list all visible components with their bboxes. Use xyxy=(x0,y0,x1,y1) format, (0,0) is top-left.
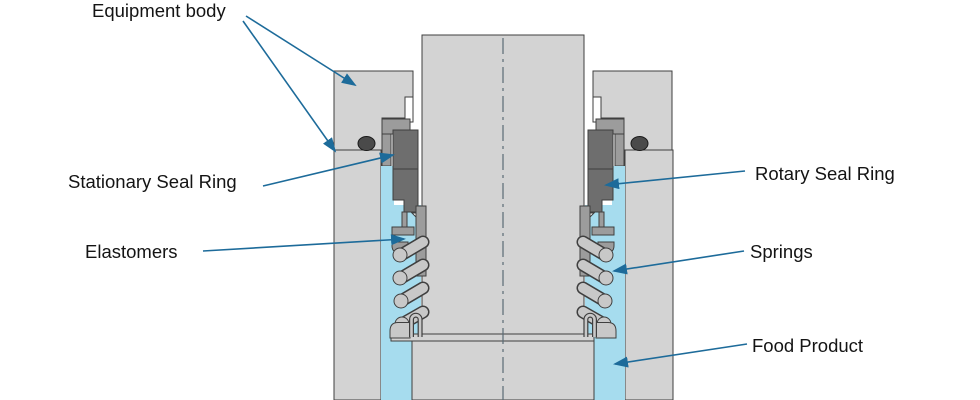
elastomer-bar-left xyxy=(391,226,415,236)
arrow-equipment-body-1 xyxy=(245,15,357,87)
spring-turn xyxy=(392,247,408,263)
label-elastomers: Elastomers xyxy=(85,241,178,262)
equipment-body-lower-left xyxy=(333,149,382,400)
label-equipment-body: Equipment body xyxy=(92,0,226,21)
stationary-seal-ring-left xyxy=(392,129,419,170)
spring-turn xyxy=(597,293,613,309)
arrow-equipment-body-2 xyxy=(242,20,337,153)
o-ring-right xyxy=(630,136,649,151)
label-springs: Springs xyxy=(750,241,813,262)
retainer-clip-right xyxy=(583,312,617,339)
label-stationary-seal-ring: Stationary Seal Ring xyxy=(68,171,237,192)
arrow-elastomers xyxy=(202,234,406,252)
springs-left xyxy=(392,235,430,332)
spring-turn xyxy=(598,270,614,286)
spring-turn xyxy=(598,247,614,263)
body-notch-right xyxy=(592,96,602,123)
arrow-rotary-seal-ring xyxy=(604,170,746,190)
o-ring-left xyxy=(357,136,376,151)
equipment-body-upper-right xyxy=(592,70,673,151)
arrow-springs xyxy=(612,250,745,275)
body-notch-left xyxy=(404,96,414,123)
arrow-food-product xyxy=(613,343,748,368)
elastomer-stem-right xyxy=(598,211,605,230)
equipment-body-lower-right xyxy=(624,149,674,400)
elastomer-stem-left xyxy=(401,211,408,230)
retainer-clip-left xyxy=(389,312,423,339)
arrow-stationary-seal-ring xyxy=(262,152,395,187)
gland-right-side xyxy=(614,133,625,167)
callout-arrows xyxy=(202,15,748,368)
label-rotary-seal-ring: Rotary Seal Ring xyxy=(755,163,895,184)
clip-foot-right xyxy=(595,322,617,339)
elastomer-bar-right xyxy=(591,226,615,236)
gland-left-side xyxy=(381,133,392,167)
label-food-product: Food Product xyxy=(752,335,863,356)
spring-turn xyxy=(392,270,408,286)
stationary-seal-ring-right xyxy=(587,129,614,170)
clip-foot-left xyxy=(389,322,411,339)
spring-turn xyxy=(393,293,409,309)
